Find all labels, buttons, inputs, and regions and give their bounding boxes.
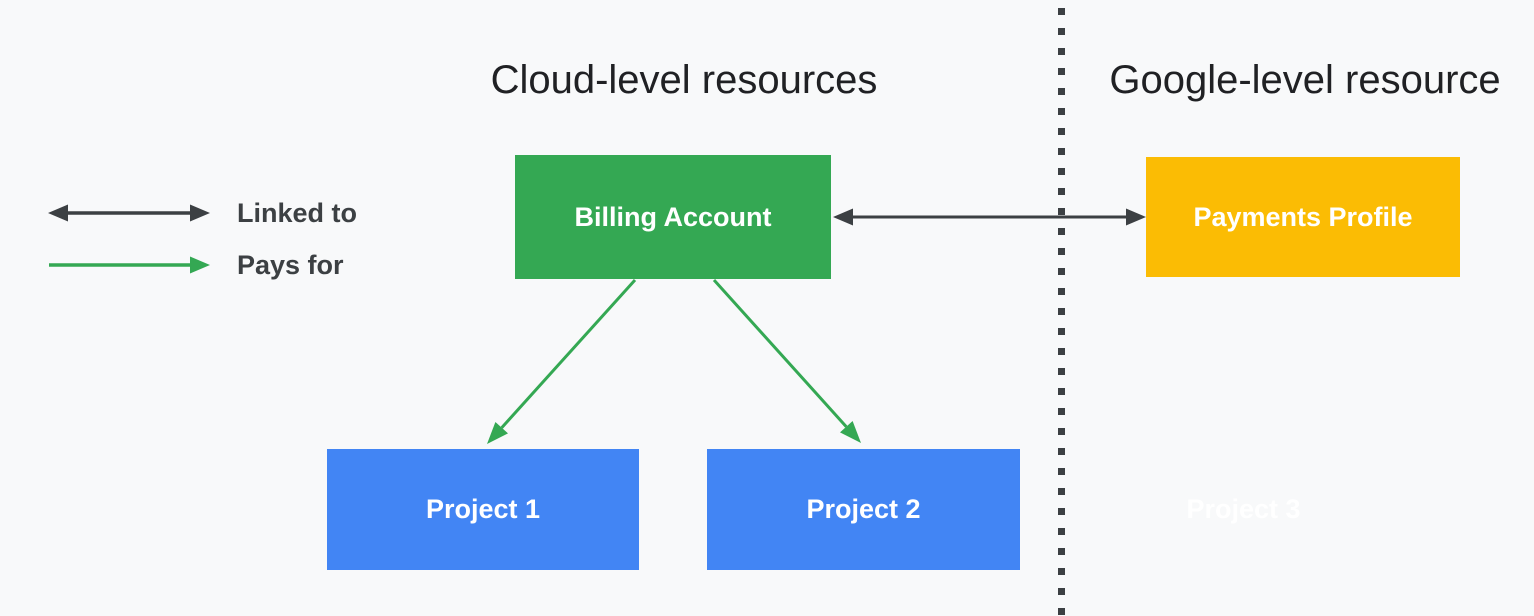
project-1-label: Project 1 (425, 494, 541, 524)
legend-label-linked-to: Linked to (237, 198, 357, 228)
payments-profile-label: Payments Profile (1193, 201, 1413, 232)
payments-profile-node: Payments Profile (1146, 157, 1460, 277)
project-3-label: Project 3 (1186, 494, 1301, 524)
billing-payments-linked-arrow (833, 208, 1146, 226)
project-2-node: Project 2 (707, 449, 1020, 570)
billing-project1-pays-arrow (487, 278, 637, 444)
project-2-label: Project 2 (806, 494, 921, 524)
dotted-divider-line (1058, 8, 1065, 616)
billing-account-node: Billing Account (515, 155, 831, 279)
billing-project2-pays-arrow (712, 278, 861, 443)
linked-to-arrow-icon (48, 204, 210, 222)
project-1-node: Project 1 (327, 449, 639, 570)
google-level-heading: Google-level resource (1109, 58, 1501, 102)
pays-for-arrow-icon (49, 256, 210, 274)
project-3-ghost-node: Project 3 (1087, 449, 1400, 570)
billing-account-label: Billing Account (574, 201, 772, 232)
legend-label-pays-for: Pays for (237, 250, 344, 280)
cloud-level-heading: Cloud-level resources (490, 58, 878, 102)
